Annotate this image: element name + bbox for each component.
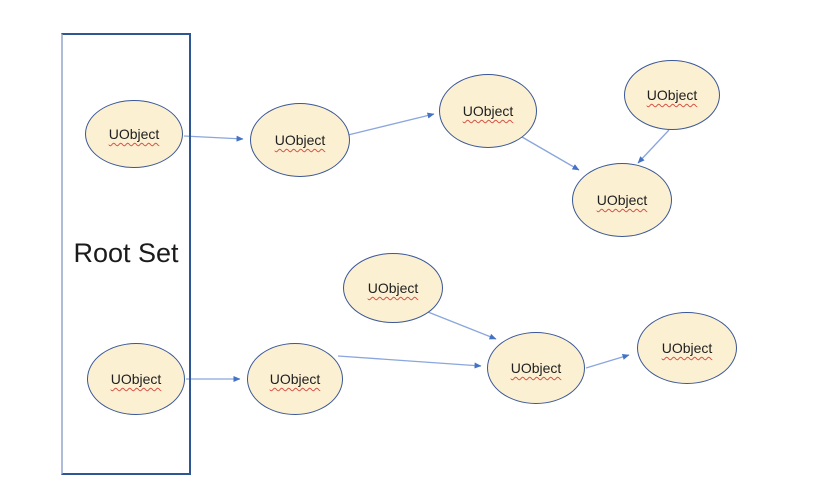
root-set-container <box>61 33 191 475</box>
edge-floating-to-hub <box>427 311 497 340</box>
edge-topright-to-sink <box>637 129 670 164</box>
uobject-node-label: UObject <box>462 103 514 119</box>
uobject-node-label: UObject <box>510 360 562 376</box>
edge-bottomchain2-to-hub <box>337 355 482 369</box>
uobject-node-bottom-chain-2: UObject <box>247 343 343 415</box>
uobject-node-label: UObject <box>367 280 419 296</box>
edge-root-top-to-chain2 <box>183 135 244 142</box>
uobject-node-top-sink: UObject <box>572 163 672 237</box>
uobject-node-label: UObject <box>274 132 326 148</box>
uobject-node-bottom-hub: UObject <box>487 332 585 404</box>
uobject-node-label: UObject <box>269 371 321 387</box>
uobject-node-root-top: UObject <box>85 100 183 168</box>
uobject-node-floating-middle: UObject <box>343 253 443 323</box>
uobject-node-root-bottom: UObject <box>87 343 185 415</box>
edge-chain2-to-chain3 <box>347 112 435 136</box>
uobject-node-label: UObject <box>108 126 160 142</box>
uobject-node-label: UObject <box>110 371 162 387</box>
uobject-node-top-chain-3: UObject <box>439 74 537 148</box>
edge-hub-to-bottomright <box>585 354 630 369</box>
uobject-node-label: UObject <box>596 192 648 208</box>
uobject-node-label: UObject <box>661 340 713 356</box>
edge-chain3-to-sink <box>521 136 580 171</box>
uobject-node-label: UObject <box>646 87 698 103</box>
uobject-node-top-right: UObject <box>624 60 720 130</box>
uobject-node-bottom-right: UObject <box>637 312 737 384</box>
uobject-node-top-chain-2: UObject <box>250 103 350 177</box>
root-set-label: Root Set <box>73 238 179 268</box>
